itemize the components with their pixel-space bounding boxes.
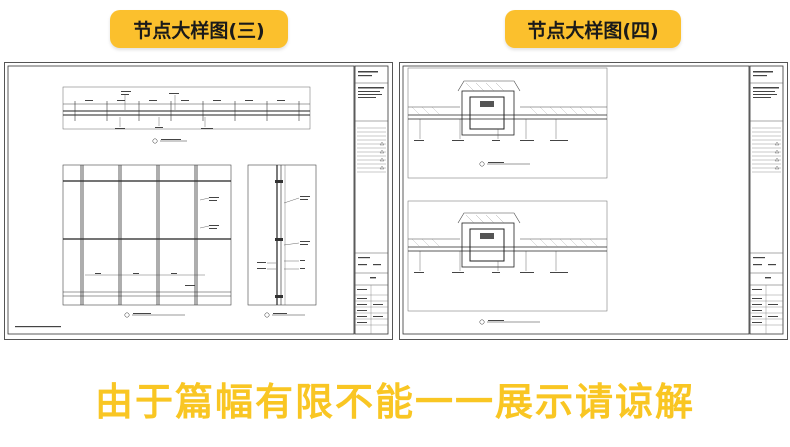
drawing-sheet-right — [399, 62, 788, 340]
cad-drawing-left — [7, 65, 389, 335]
drawing-sheet-left — [4, 62, 393, 340]
badge-detail-drawing-4: 节点大样图(四) — [505, 10, 681, 48]
badge-detail-drawing-3: 节点大样图(三) — [110, 10, 288, 48]
limited-space-notice: 由于篇幅有限不能一一展示请谅解 — [94, 380, 695, 424]
cad-drawing-right — [402, 65, 784, 335]
